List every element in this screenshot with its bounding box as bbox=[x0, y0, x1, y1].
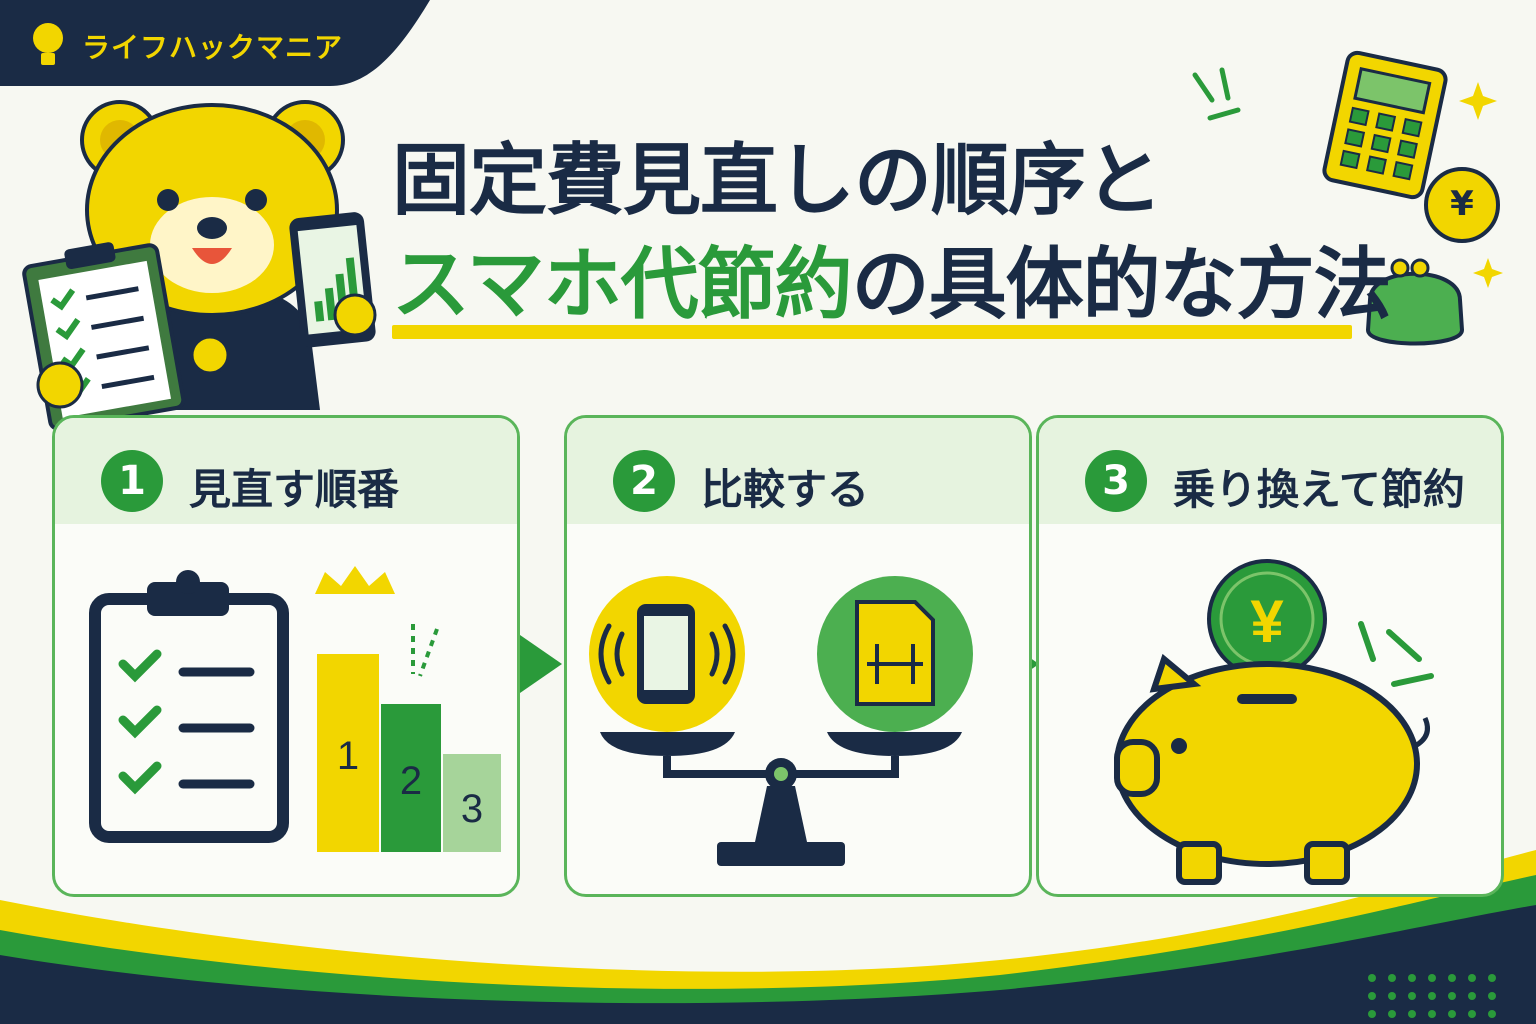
coin-icon bbox=[1424, 167, 1500, 243]
rank-bar-3 bbox=[443, 754, 501, 852]
arrow-icon bbox=[520, 635, 562, 693]
lightbulb-icon bbox=[33, 23, 63, 53]
title-highlight: スマホ代節約 bbox=[392, 240, 853, 330]
step-label: 比較する bbox=[701, 465, 870, 514]
title-rest: の具体的な方法 bbox=[851, 240, 1392, 330]
rank-label-3: 3 bbox=[461, 787, 483, 831]
step-card-2: 2 比較する bbox=[564, 415, 1032, 897]
checklist-ranking-illustration: 1 2 3 bbox=[89, 566, 501, 852]
rank-bar-1 bbox=[317, 654, 379, 852]
step-label: 見直す順番 bbox=[189, 465, 400, 514]
piggy-bank-illustration: ¥ bbox=[1114, 559, 1434, 885]
title-underline bbox=[392, 325, 1352, 339]
yen-symbol: ¥ bbox=[1250, 588, 1284, 655]
rank-bar-2 bbox=[381, 704, 441, 852]
calculator-illustration bbox=[1322, 50, 1448, 200]
brand-name: ライフハックマニア bbox=[82, 31, 344, 64]
burst-lines bbox=[1192, 67, 1241, 121]
balance-scale-illustration bbox=[589, 576, 973, 866]
step-card-header: 2 比較する bbox=[567, 418, 1029, 524]
rank-label-2: 2 bbox=[400, 759, 422, 803]
rank-label-1: 1 bbox=[337, 734, 359, 778]
page-title-line2: スマホ代節約の具体的な方法 bbox=[392, 222, 1392, 334]
step-card-3: 3 乗り換えて節約 ¥ bbox=[1036, 415, 1504, 897]
page-title-line1: 固定費見直しの順序と bbox=[392, 136, 1163, 226]
bear-mascot-illustration bbox=[22, 100, 377, 431]
purse-illustration bbox=[1365, 258, 1465, 346]
step-card-header: 1 見直す順番 bbox=[55, 418, 517, 524]
step-card-1: 1 見直す順番 1 2 3 bbox=[52, 415, 520, 897]
step-label: 乗り換えて節約 bbox=[1173, 465, 1465, 514]
step-number: 1 bbox=[101, 450, 163, 512]
step-number: 3 bbox=[1085, 450, 1147, 512]
sparkle-icons bbox=[1459, 82, 1503, 288]
step-number: 2 bbox=[613, 450, 675, 512]
dot-grid bbox=[1368, 974, 1496, 1018]
brand-tab: ライフハックマニア bbox=[0, 0, 430, 86]
step-card-header: 3 乗り換えて節約 bbox=[1039, 418, 1501, 524]
decor-coin-symbol: ¥ bbox=[1450, 184, 1474, 224]
